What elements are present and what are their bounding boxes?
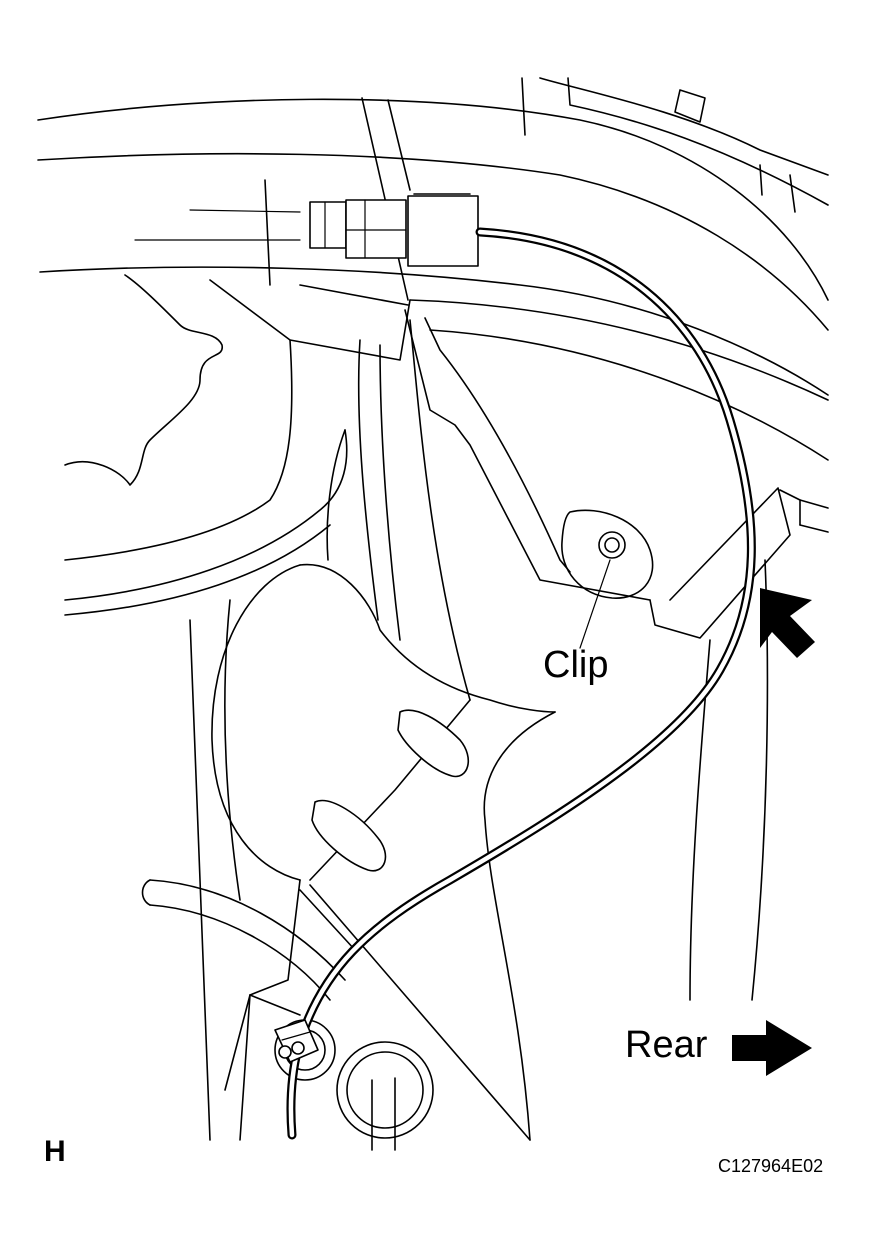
wire-connector-top — [309, 193, 479, 267]
upper-body-panel — [37, 97, 829, 461]
upper-right-panel — [521, 77, 829, 213]
lower-panel — [141, 879, 531, 1141]
inner-pillar — [189, 319, 471, 1141]
rear-body-edge — [689, 559, 769, 1001]
rear-direction-label: Rear — [625, 1024, 708, 1066]
rear-direction-arrow-icon — [732, 1020, 812, 1076]
view-arrow-icon — [760, 588, 815, 658]
view-letter: H — [44, 1135, 66, 1168]
clip — [561, 509, 654, 649]
wire-grommet-plug — [274, 1019, 319, 1063]
wire-harness — [286, 227, 756, 1140]
grommet-lower-center — [336, 1041, 434, 1151]
wheel-housing — [64, 274, 348, 616]
brace-bar — [209, 279, 651, 601]
figure-code: C127964E02 — [718, 1156, 824, 1176]
clip-label: Clip — [543, 644, 609, 686]
center-access-panel — [211, 563, 556, 1141]
